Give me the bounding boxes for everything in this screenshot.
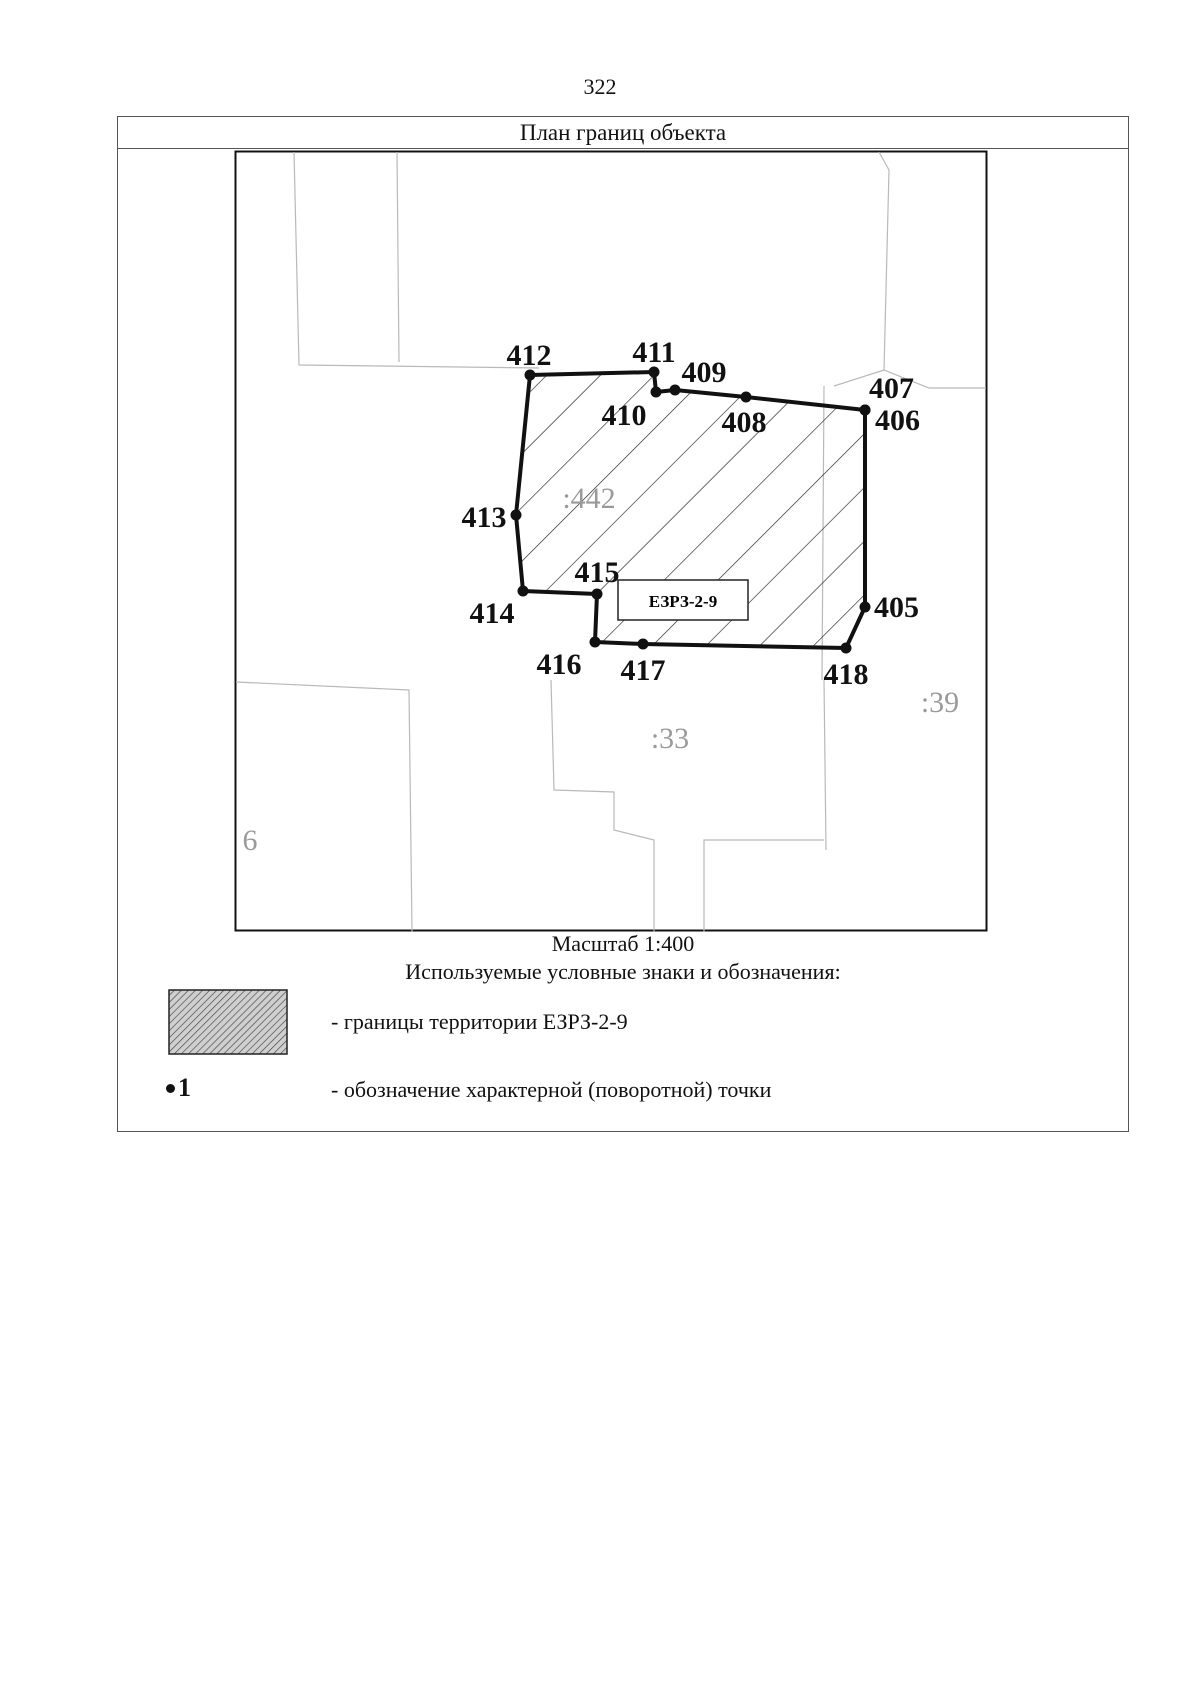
turning-point-413 [510,509,522,521]
turning-point-label-413: 413 [462,501,507,534]
turning-point-412 [524,369,536,381]
turning-point-414 [517,585,529,597]
turning-point-label-410: 410 [602,399,647,432]
parcel-label-6: 6 [243,824,258,857]
zone-label: ЕЗРЗ-2-9 [617,579,749,621]
turning-point-label-411: 411 [632,336,675,369]
turning-point-label-407: 407 [869,372,914,405]
zone-label-text: ЕЗРЗ-2-9 [649,592,717,611]
parcel-label-442: :442 [562,482,615,515]
turning-point-label-405: 405 [874,591,919,624]
turning-point-label-409: 409 [682,356,727,389]
point-icon [166,1083,175,1093]
turning-point-label-414: 414 [470,597,515,630]
legend-point-sample-number: 1 [178,1073,191,1102]
legend-point-sample: 1 [166,1073,191,1103]
turning-point-label-415: 415 [575,556,620,589]
legend-item-point-text: - обозначение характерной (поворотной) т… [331,1077,772,1102]
legend-hatch-swatch [168,989,288,1055]
turning-point-label-412: 412 [507,339,552,372]
legend-item-zone-text: - границы территории ЕЗРЗ-2-9 [331,1009,628,1034]
parcel-label-39: :39 [921,686,959,719]
turning-point-label-418: 418 [824,658,869,691]
parcel-label-33: :33 [651,722,689,755]
boundary-map: ЕЗРЗ-2-9 :442 :33 :39 6 4054064074084094… [234,150,988,932]
turning-point-418 [840,642,852,654]
turning-point-415 [591,588,603,600]
turning-point-label-406: 406 [875,404,920,437]
turning-point-410 [650,386,662,398]
turning-point-407 [859,404,871,416]
turning-point-label-417: 417 [621,654,666,687]
turning-point-416 [589,636,601,648]
turning-point-417 [637,638,649,650]
turning-point-408 [740,391,752,403]
turning-point-405 [859,601,871,613]
turning-point-label-408: 408 [722,406,767,439]
page-number: 322 [583,74,617,99]
object-boundary-plan-frame: План границ объекта [117,116,1129,1132]
map-scale: Масштаб 1:400 [551,931,695,956]
turning-point-label-416: 416 [537,648,582,681]
turning-point-409 [669,384,681,396]
legend-title: Используемые условные знаки и обозначени… [405,959,841,984]
turning-point-411 [648,366,660,378]
frame-title: План границ объекта [118,117,1128,149]
